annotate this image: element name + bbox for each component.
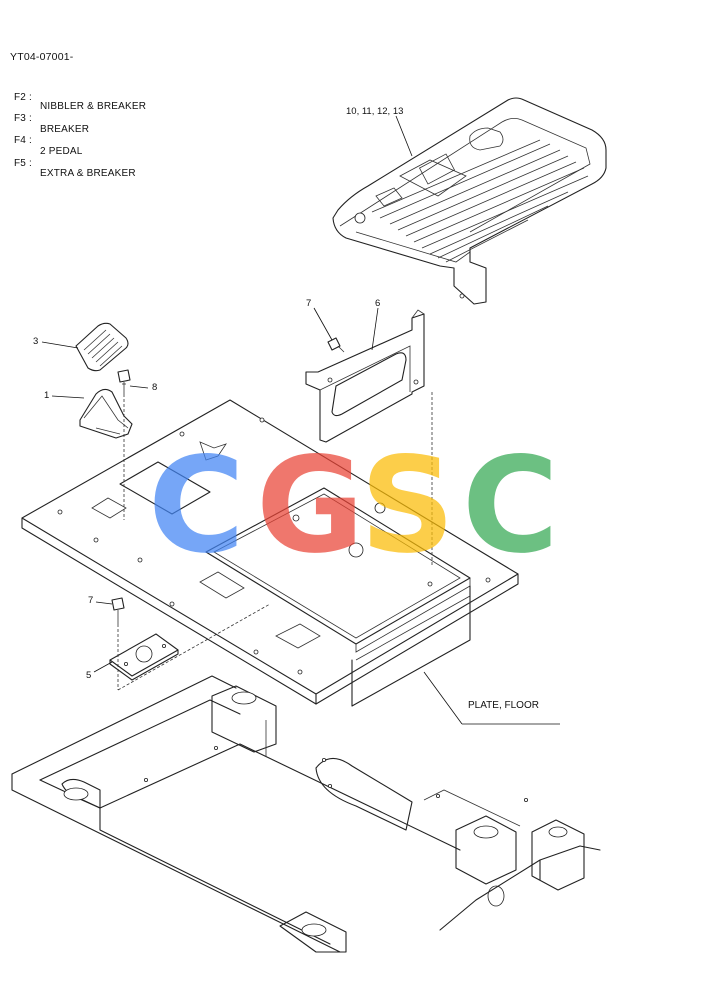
bolt-8 — [117, 369, 131, 394]
callout-floor-plate: PLATE, FLOOR — [468, 700, 539, 711]
callout-plate-bolt: 7 — [88, 595, 94, 606]
callout-bracket: 6 — [375, 298, 381, 309]
option-code-f5: F5 : — [14, 158, 33, 169]
assembly-lines — [117, 392, 433, 691]
floor-plate — [21, 399, 519, 707]
watermark-letter-3: S — [360, 429, 456, 583]
option-desc-f2: NIBBLER & BREAKER — [40, 101, 147, 112]
bolt-7-plate — [111, 597, 125, 624]
callout-pedal: 1 — [44, 390, 50, 401]
callout-plate: 5 — [86, 670, 92, 681]
callout-pedal-pad: 3 — [33, 336, 39, 347]
callout-bracket-bolt: 7 — [306, 298, 312, 309]
cover-plate — [109, 633, 179, 681]
pedal-pad — [75, 322, 129, 372]
floor-mat — [332, 97, 607, 305]
watermark-letter-4: C — [462, 429, 559, 583]
option-desc-f4: 2 PEDAL — [40, 146, 83, 157]
callout-floor-mat: 10, 11, 12, 13 — [346, 106, 404, 117]
leader-lines — [41, 115, 560, 725]
bolt-7-bracket — [327, 337, 345, 353]
watermark-letter-2: G — [256, 429, 365, 583]
watermark-letter-1: C — [148, 429, 245, 583]
option-code-f3: F3 : — [14, 113, 33, 124]
callout-bolt: 8 — [152, 382, 158, 393]
main-frame — [11, 675, 601, 953]
option-desc-f5: EXTRA & BREAKER — [40, 168, 136, 179]
document-id: YT04-07001- — [10, 51, 74, 63]
option-code-f2: F2 : — [14, 92, 33, 103]
option-code-f4: F4 : — [14, 135, 33, 146]
bracket — [305, 309, 425, 443]
option-desc-f3: BREAKER — [40, 124, 90, 135]
pedal — [79, 388, 133, 439]
